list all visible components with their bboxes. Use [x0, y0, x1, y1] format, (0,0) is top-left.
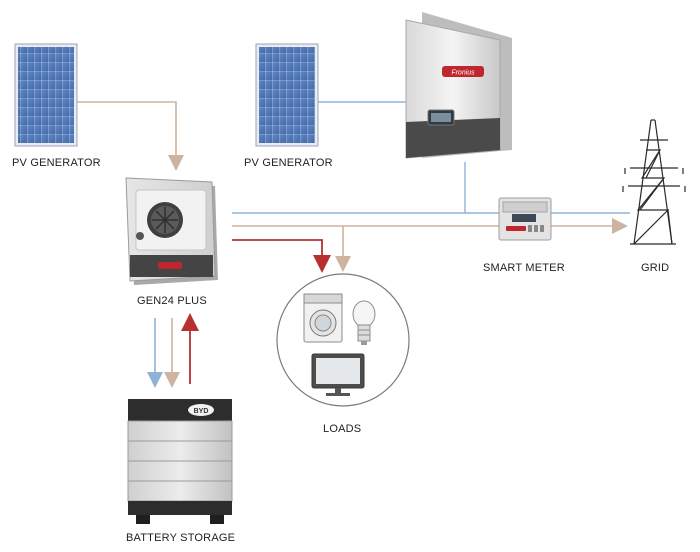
svg-text:BYD: BYD — [194, 408, 209, 415]
loads-label: LOADS — [323, 423, 362, 435]
red-loads-flow-line — [232, 239, 331, 273]
loads-group — [276, 273, 410, 407]
battery-storage-label: BATTERY STORAGE — [126, 532, 236, 544]
string-inverter: Fronius — [405, 12, 512, 159]
grid-label: GRID — [641, 262, 670, 274]
gen24-brand-logo — [158, 262, 182, 269]
smart-meter-label: SMART METER — [483, 262, 565, 274]
pv-panel-left — [14, 43, 78, 147]
gen24-inverter — [125, 177, 218, 285]
pv-panel-right — [255, 43, 319, 147]
smart-meter — [498, 197, 552, 241]
gen24-status-light — [136, 232, 144, 240]
inverter-brand-logo: Fronius — [442, 66, 484, 77]
battery-brand-logo: BYD — [188, 404, 214, 416]
washing-machine-icon — [303, 293, 343, 343]
monitor-icon — [311, 353, 365, 396]
pv-generator-left-label: PV GENERATOR — [12, 157, 101, 169]
light-bulb-icon — [352, 300, 376, 345]
gen24-label: GEN24 PLUS — [137, 295, 207, 307]
svg-text:Fronius: Fronius — [451, 70, 475, 77]
grid-pylon-icon — [622, 119, 686, 245]
pv-left-to-gen24-flow — [77, 101, 184, 171]
battery-storage-unit: BYD — [127, 399, 233, 524]
pv-generator-right-label: PV GENERATOR — [244, 157, 333, 169]
